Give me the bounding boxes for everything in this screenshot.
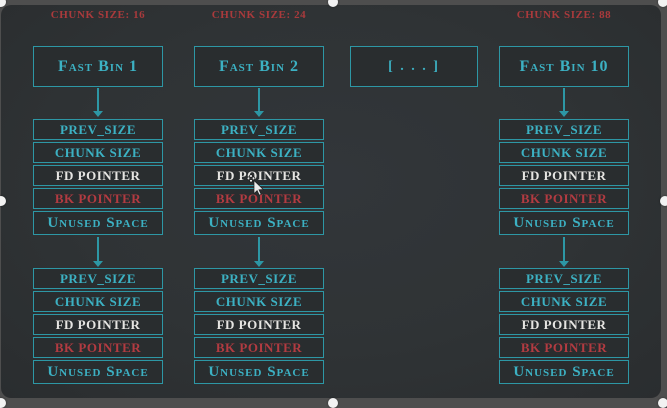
chunk-row-prev-size: PREV_SIZE	[33, 268, 163, 289]
chunk-row-bk-pointer: BK POINTER	[33, 337, 163, 358]
arrow-down-icon	[563, 88, 565, 111]
chunk-row-bk-pointer: BK POINTER	[499, 337, 629, 358]
chunk-struct: PREV_SIZE CHUNK SIZE FD POINTER BK POINT…	[499, 119, 629, 235]
arrow-down-icon	[97, 237, 99, 261]
selection-handle-top-center[interactable]	[328, 0, 338, 7]
fast-bin-box: Fast Bin 2	[194, 46, 324, 87]
chunk-row-chunk-size: CHUNK SIZE	[499, 142, 629, 163]
chunk-row-unused-space: Unused Space	[194, 360, 324, 384]
column-fast-bin-2: CHUNK SIZE: 24 Fast Bin 2 PREV_SIZE CHUN…	[194, 0, 324, 406]
chunk-row-chunk-size: CHUNK SIZE	[33, 291, 163, 312]
chunk-row-unused-space: Unused Space	[194, 211, 324, 235]
chunk-row-unused-space: Unused Space	[499, 360, 629, 384]
selection-handle-bottom-center[interactable]	[328, 398, 338, 408]
chunk-row-chunk-size: CHUNK SIZE	[33, 142, 163, 163]
chunk-row-fd-pointer: FD POINTER	[499, 165, 629, 186]
chunk-row-prev-size: PREV_SIZE	[194, 268, 324, 289]
chunk-row-fd-pointer: FD POINTER	[194, 165, 324, 186]
chunk-struct: PREV_SIZE CHUNK SIZE FD POINTER BK POINT…	[194, 268, 324, 384]
chunk-row-chunk-size: CHUNK SIZE	[194, 142, 324, 163]
selection-handle-bottom-right[interactable]	[658, 398, 667, 408]
chunk-row-fd-pointer: FD POINTER	[33, 314, 163, 335]
chunk-struct: PREV_SIZE CHUNK SIZE FD POINTER BK POINT…	[194, 119, 324, 235]
column-fast-bin-10: CHUNK SIZE: 88 Fast Bin 10 PREV_SIZE CHU…	[499, 0, 629, 406]
chunk-row-unused-space: Unused Space	[499, 211, 629, 235]
chunk-row-prev-size: PREV_SIZE	[499, 268, 629, 289]
chunk-row-prev-size: PREV_SIZE	[499, 119, 629, 140]
arrow-down-icon	[97, 88, 99, 111]
chunk-row-fd-pointer: FD POINTER	[499, 314, 629, 335]
selection-handle-right-middle[interactable]	[660, 196, 667, 206]
chunk-struct: PREV_SIZE CHUNK SIZE FD POINTER BK POINT…	[499, 268, 629, 384]
selection-handle-top-right[interactable]	[658, 0, 667, 7]
chunk-row-bk-pointer: BK POINTER	[194, 188, 324, 209]
chunk-row-fd-pointer: FD POINTER	[194, 314, 324, 335]
chunk-row-unused-space: Unused Space	[33, 360, 163, 384]
chunk-struct: PREV_SIZE CHUNK SIZE FD POINTER BK POINT…	[33, 268, 163, 384]
chunk-row-chunk-size: CHUNK SIZE	[194, 291, 324, 312]
fast-bin-box: Fast Bin 1	[33, 46, 163, 87]
chunk-row-chunk-size: CHUNK SIZE	[499, 291, 629, 312]
chunk-row-unused-space: Unused Space	[33, 211, 163, 235]
arrow-down-icon	[563, 237, 565, 261]
chunk-row-bk-pointer: BK POINTER	[194, 337, 324, 358]
column-fast-bin-1: CHUNK SIZE: 16 Fast Bin 1 PREV_SIZE CHUN…	[33, 0, 163, 406]
chunk-size-header: CHUNK SIZE: 16	[50, 9, 146, 21]
chunk-struct: PREV_SIZE CHUNK SIZE FD POINTER BK POINT…	[33, 119, 163, 235]
selection-handle-top-left[interactable]	[0, 0, 6, 7]
arrow-down-icon	[258, 237, 260, 261]
chunk-size-header: CHUNK SIZE: 88	[516, 9, 612, 21]
chunk-row-prev-size: PREV_SIZE	[194, 119, 324, 140]
chunk-row-fd-pointer: FD POINTER	[33, 165, 163, 186]
chunk-row-prev-size: PREV_SIZE	[33, 119, 163, 140]
selection-handle-left-middle[interactable]	[0, 196, 6, 206]
chunk-size-header: CHUNK SIZE: 24	[211, 9, 307, 21]
fast-bin-box: Fast Bin 10	[499, 46, 629, 87]
selection-handle-bottom-left[interactable]	[0, 398, 6, 408]
ellipsis-box: [ . . . ]	[350, 46, 478, 87]
arrow-down-icon	[258, 88, 260, 111]
chunk-row-bk-pointer: BK POINTER	[33, 188, 163, 209]
chunk-row-bk-pointer: BK POINTER	[499, 188, 629, 209]
column-ellipsis: [ . . . ]	[350, 0, 478, 406]
